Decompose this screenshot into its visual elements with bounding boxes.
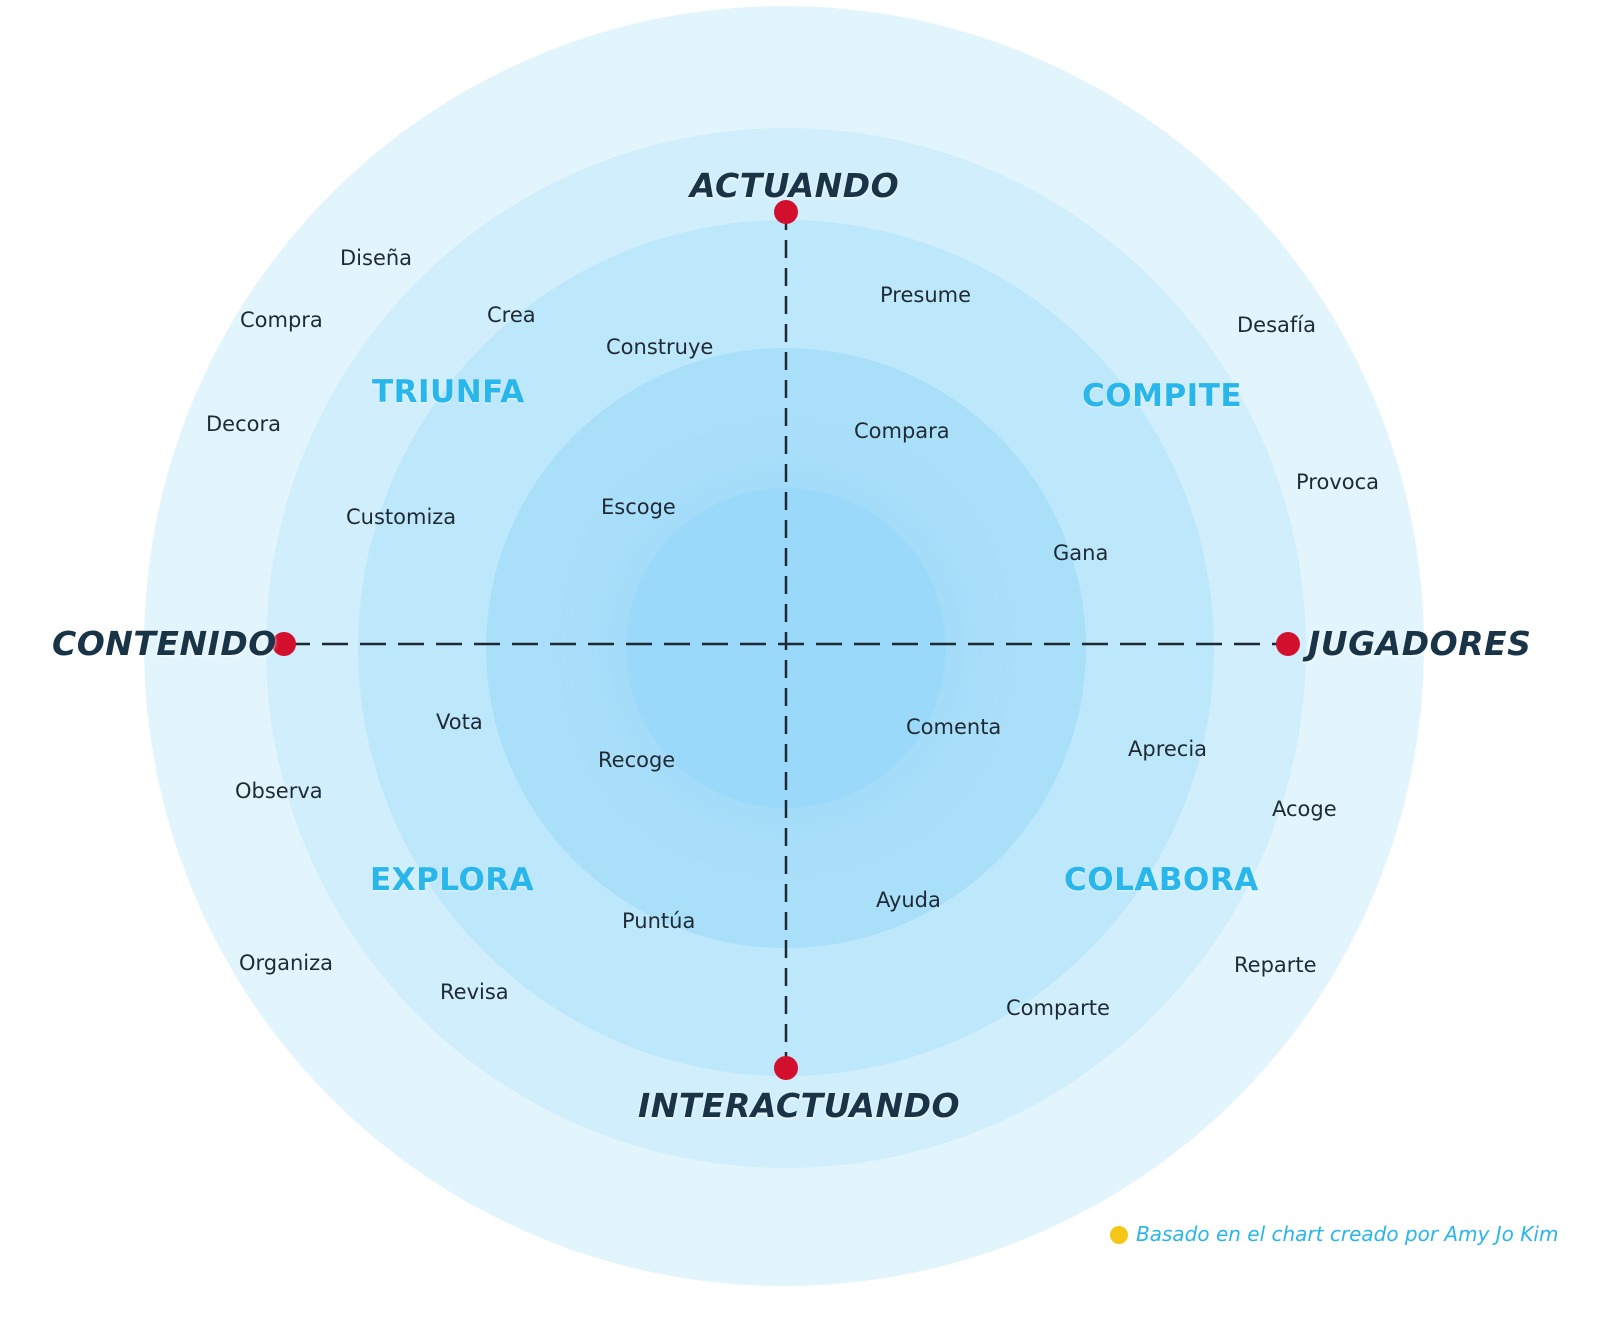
verb-item: Ayuda	[876, 888, 941, 912]
axis-label-bottom: INTERACTUANDO	[638, 1086, 961, 1125]
credit-text: Basado en el chart creado por Amy Jo Kim	[1136, 1222, 1559, 1246]
verb-item: Decora	[206, 412, 281, 436]
verb-item: Construye	[606, 335, 714, 359]
verb-item: Recoge	[598, 748, 676, 772]
verb-item: Puntúa	[622, 909, 696, 933]
verb-item: Crea	[487, 303, 536, 327]
verb-item: Acoge	[1272, 797, 1337, 821]
verb-item: Provoca	[1296, 470, 1380, 494]
verb-item: Escoge	[601, 495, 676, 519]
verb-item: Diseña	[340, 246, 413, 270]
verb-item: Comparte	[1006, 996, 1110, 1020]
axis-label-top: ACTUANDO	[690, 166, 900, 205]
verb-item: Customiza	[346, 505, 457, 529]
quadrant-label-top-left: TRIUNFA	[372, 374, 525, 410]
endpoint-right	[1276, 632, 1300, 656]
axis-label-left: CONTENIDO	[52, 624, 277, 663]
endpoint-bottom	[774, 1056, 798, 1080]
verb-item: Revisa	[440, 980, 509, 1004]
axis-label-right: JUGADORES	[1308, 624, 1532, 663]
quadrant-label-top-right: COMPITE	[1082, 378, 1243, 414]
verb-item: Presume	[880, 283, 972, 307]
endpoint-top	[774, 200, 798, 224]
quadrant-label-bottom-left: EXPLORA	[370, 862, 535, 898]
verb-item: Reparte	[1234, 953, 1317, 977]
bullet-dot-icon	[1110, 1226, 1128, 1244]
verb-item: Vota	[436, 710, 483, 734]
verb-item: Comenta	[906, 715, 1002, 739]
credit-note: Basado en el chart creado por Amy Jo Kim	[1110, 1222, 1558, 1246]
verb-item: Organiza	[239, 951, 334, 975]
endpoint-left	[272, 632, 296, 656]
quadrant-label-bottom-right: COLABORA	[1064, 862, 1259, 898]
verb-item: Compra	[240, 308, 323, 332]
verb-item: Observa	[235, 779, 323, 803]
verb-item: Gana	[1053, 541, 1109, 565]
verb-item: Desafía	[1237, 313, 1316, 337]
verb-item: Compara	[854, 419, 950, 443]
verb-item: Aprecia	[1128, 737, 1208, 761]
